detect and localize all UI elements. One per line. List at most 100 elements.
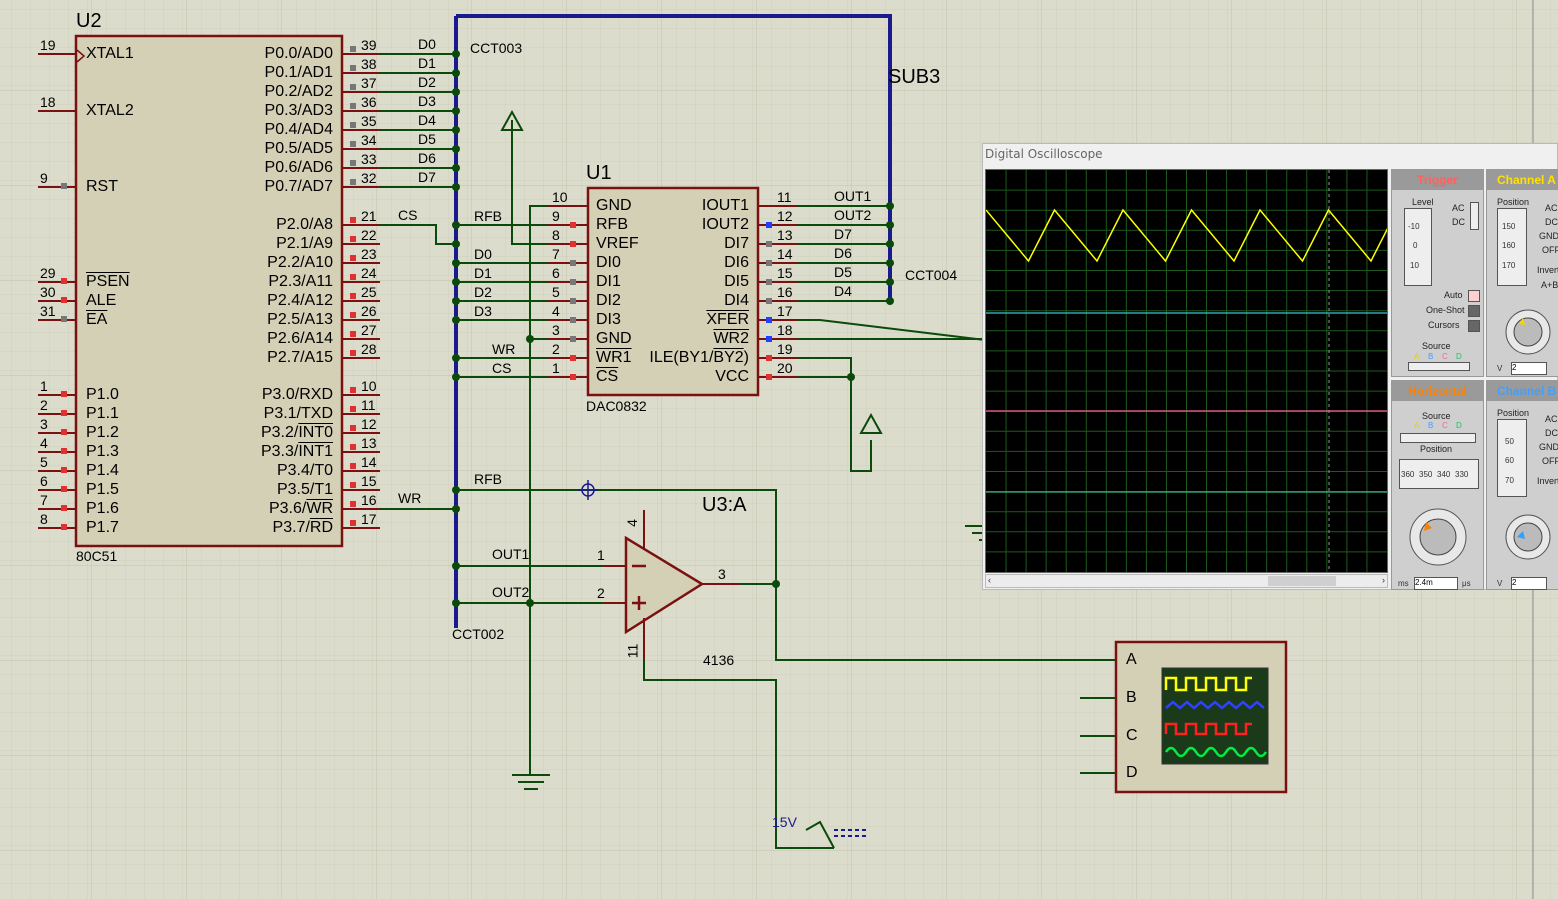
chb-invert[interactable]: Invert — [1537, 476, 1558, 486]
mcu-left-pin-name: XTAL1 — [86, 45, 134, 63]
mcu-right-pin-num: 38 — [361, 56, 377, 72]
pin-marker — [766, 279, 772, 285]
mcu-right-pin-num: 12 — [361, 416, 377, 432]
oscilloscope-scrollbar[interactable]: ‹ › — [985, 574, 1388, 588]
oscilloscope-screen[interactable] — [985, 169, 1398, 573]
mcu-right-pin-name-text: P3.0/RXD — [261, 386, 333, 403]
horiz-time-field[interactable]: 2.4m — [1414, 577, 1458, 590]
dac-body[interactable] — [586, 186, 760, 397]
scroll-left-icon[interactable]: ‹ — [988, 575, 991, 585]
cha-aplusb[interactable]: A+B — [1541, 280, 1558, 290]
dac-left-pin-name-text: DI3 — [596, 311, 621, 328]
mcu-right-pin-name: P2.3/A11 — [268, 273, 333, 291]
mcu-right-pin-name-text: P3.7/ — [272, 519, 310, 536]
dac-right-pin-num: 12 — [777, 208, 793, 224]
mcu-right-pin-num: 24 — [361, 265, 377, 281]
pin-marker — [61, 391, 67, 397]
dac-net-label: OUT2 — [834, 207, 872, 223]
supply-label: 15V — [772, 814, 797, 830]
horiz-scale-2: 340 — [1437, 470, 1451, 479]
dac-left-pin-name-overline-text: CS — [596, 368, 619, 385]
oneshot-checkbox[interactable] — [1468, 305, 1480, 317]
channel-b-position-slider[interactable] — [1497, 419, 1527, 497]
horiz-src-b[interactable]: B — [1428, 421, 1434, 430]
horiz-src-a[interactable]: A — [1414, 421, 1420, 430]
dac-right-pin-name: DI7 — [724, 235, 749, 253]
mcu-right-pin-name-text: P2.5/A13 — [267, 311, 333, 328]
mcu-right-pin-name: P2.1/A9 — [276, 235, 333, 253]
dac-net-label: D2 — [474, 284, 492, 300]
channel-b-volts-dial[interactable] — [1493, 497, 1558, 567]
scope-trace-a — [985, 208, 1398, 263]
mcu-right-pin-num: 35 — [361, 113, 377, 129]
mcu-right-pin-name: P0.7/AD7 — [265, 178, 333, 196]
cha-ac[interactable]: AC — [1545, 203, 1558, 213]
cursors-checkbox[interactable] — [1468, 320, 1480, 332]
trigger-src-d[interactable]: D — [1456, 352, 1462, 361]
coupling-switch[interactable] — [1470, 202, 1479, 230]
mcu-right-pin-name: P2.6/A14 — [267, 330, 333, 348]
trigger-src-a[interactable]: A — [1414, 352, 1420, 361]
horizontal-time-dial[interactable] — [1396, 493, 1480, 575]
dac-left-pin-num: 2 — [552, 341, 560, 357]
chb-ac[interactable]: AC — [1545, 414, 1558, 424]
pin-marker — [350, 520, 356, 526]
pin-marker — [350, 160, 356, 166]
mcu-right-pin-name: P3.5/T1 — [277, 481, 333, 499]
chb-gnd[interactable]: GND — [1539, 442, 1558, 452]
chb-dc[interactable]: DC — [1545, 428, 1558, 438]
opamp-pin-3: 3 — [718, 566, 726, 582]
trigger-auto[interactable]: Auto — [1444, 290, 1463, 300]
channel-a-volts-dial[interactable] — [1493, 294, 1558, 360]
dac-left-pin-num: 7 — [552, 246, 560, 262]
oscilloscope-window[interactable]: Digital Oscilloscope ‹ › Trigger Level -… — [982, 143, 1558, 590]
mcu-left-pin-name-text: PSEN — [86, 273, 130, 290]
dac-net-label: D6 — [834, 245, 852, 261]
trigger-cursors[interactable]: Cursors — [1428, 320, 1460, 330]
channel-b-panel: Channel B Position 50 60 70 AC DC GND OF… — [1486, 380, 1558, 590]
horiz-position-slider[interactable] — [1399, 459, 1479, 489]
scroll-thumb[interactable] — [1268, 576, 1336, 586]
opamp-body[interactable] — [624, 535, 705, 635]
la-trace-c — [1164, 722, 1252, 736]
mcu-right-pin-name: P3.1/TXD — [264, 405, 333, 423]
trigger-src-b[interactable]: B — [1428, 352, 1434, 361]
auto-checkbox[interactable] — [1468, 290, 1480, 302]
horiz-src-d[interactable]: D — [1456, 421, 1462, 430]
mcu-left-pin-name: P1.6 — [86, 500, 119, 518]
trigger-src-c[interactable]: C — [1442, 352, 1448, 361]
trigger-oneshot[interactable]: One-Shot — [1426, 305, 1465, 315]
cha-dc[interactable]: DC — [1545, 217, 1558, 227]
dac-left-pin-name: WR1 — [596, 349, 632, 367]
dac-right-pin-name: DI5 — [724, 273, 749, 291]
cha-volts-field[interactable]: 2 — [1511, 362, 1547, 375]
mcu-right-pin-name: P2.5/A13 — [267, 311, 333, 329]
mcu-left-pin-num: 30 — [40, 284, 56, 300]
trigger-dc[interactable]: DC — [1452, 217, 1465, 227]
dac-net-label: RFB — [474, 208, 502, 224]
channel-a-position-slider[interactable] — [1497, 208, 1527, 286]
mcu-left-pin-name-text: P1.2 — [86, 424, 119, 441]
trigger-source-slider[interactable] — [1408, 362, 1470, 371]
horiz-src-c[interactable]: C — [1442, 421, 1448, 430]
cha-gnd[interactable]: GND — [1539, 231, 1558, 241]
mcu-right-pin-name: P3.0/RXD — [262, 386, 333, 404]
chb-off[interactable]: OFF — [1542, 456, 1558, 466]
mcu-right-pin-num: 21 — [361, 208, 377, 224]
dac-right-pin-num: 17 — [777, 303, 793, 319]
pin-marker — [570, 298, 576, 304]
pin-marker — [350, 331, 356, 337]
cha-invert[interactable]: Invert — [1537, 265, 1558, 275]
trigger-level-slider[interactable] — [1404, 208, 1432, 286]
cha-off[interactable]: OFF — [1542, 245, 1558, 255]
mcu-body[interactable] — [74, 34, 344, 548]
pin-marker — [570, 279, 576, 285]
dac-right-pin-name-text: IOUT1 — [701, 197, 749, 214]
trigger-ac[interactable]: AC — [1452, 203, 1465, 213]
pin-marker — [350, 255, 356, 261]
scroll-right-icon[interactable]: › — [1382, 575, 1385, 585]
horiz-source-slider[interactable] — [1400, 433, 1476, 443]
dac-net-label: D4 — [834, 283, 852, 299]
dac-right-pin-num: 18 — [777, 322, 793, 338]
chb-volts-field[interactable]: 2 — [1511, 577, 1547, 590]
